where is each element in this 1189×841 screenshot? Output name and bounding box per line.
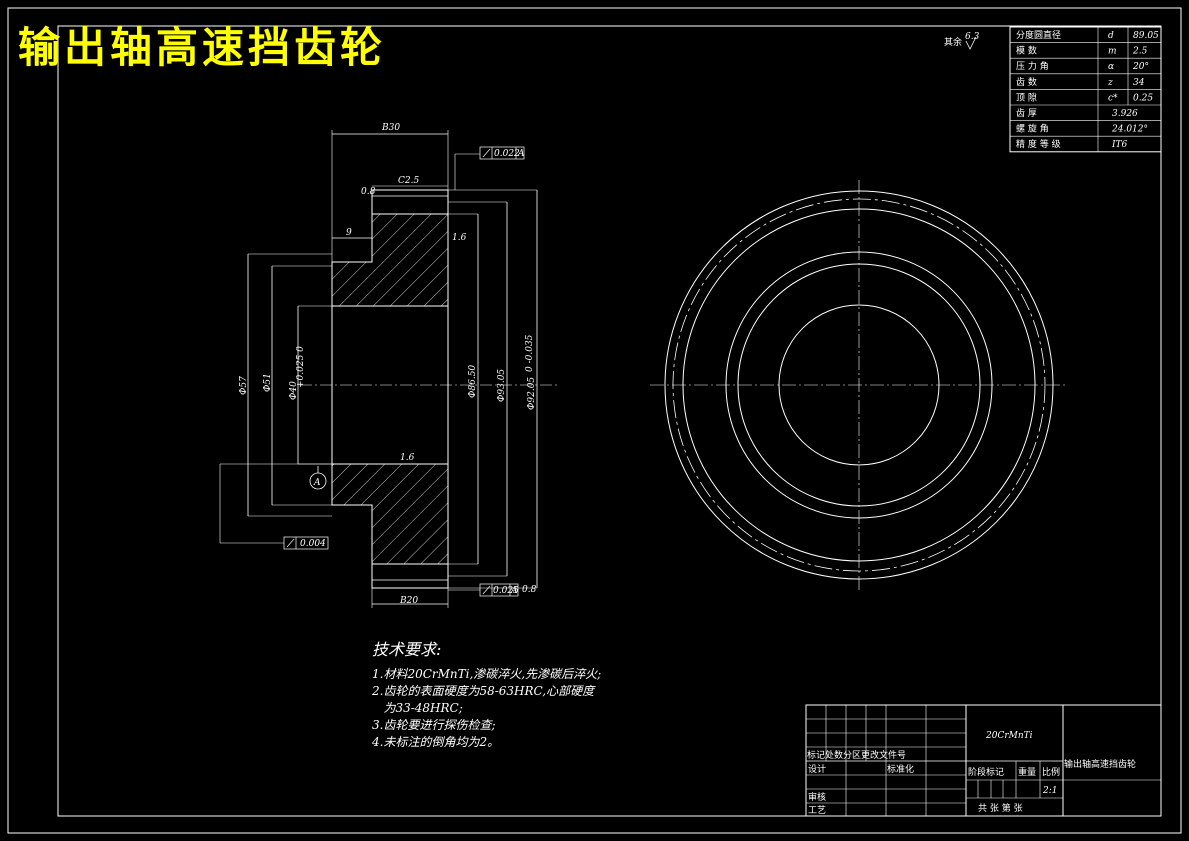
bore-circle (778, 304, 940, 466)
end-view (650, 180, 1068, 590)
tol-left-value: 0.004 (300, 539, 326, 549)
outer-border (7, 7, 1182, 834)
tech-line-4: 3.齿轮要进行探伤检查; (372, 718, 496, 732)
param-value: 0.25 (1133, 93, 1153, 103)
param-symbol: α (1108, 62, 1114, 72)
param-value: 24.012° (1111, 125, 1148, 135)
param-label: 模 数 (1016, 45, 1037, 57)
param-symbol: c* (1108, 93, 1118, 103)
dim-d1: Φ57 (239, 376, 249, 395)
dim-chamfer: C2.5 (398, 176, 419, 186)
dim-step: 9 (346, 228, 352, 238)
param-symbol: m (1108, 47, 1117, 57)
tb-check: 审核 (808, 791, 826, 803)
param-value: 34 (1133, 78, 1145, 88)
tech-line-1: 1.材料20CrMnTi,渗碳淬火,先渗碳后淬火; (372, 667, 602, 681)
inner-border (57, 25, 1162, 817)
dim-d6-tol: 0 -0.035 (525, 334, 535, 372)
param-label: 精 度 等 级 (1016, 138, 1061, 150)
param-value: 3.926 (1112, 109, 1138, 119)
tol-top-value: 0.022 (494, 149, 520, 159)
dim-width-top: B30 (381, 123, 400, 133)
lower-tooth-outline (371, 564, 449, 589)
upper-tooth-outline (371, 189, 449, 214)
dim-d3-tol: +0.025 0 (296, 346, 306, 388)
tech-line-5: 4.未标注的倒角均为2。 (372, 735, 500, 749)
gear-parameter-table: 分度圆直径 d 89.05 模 数 m 2.5 压 力 角 α 20° 齿 数 z 34 顶 隙 c* 0.… (1009, 26, 1162, 153)
tb-scale: 2:1 (1042, 786, 1057, 796)
tb-part-name: 输出轴高速挡齿轮 (1064, 758, 1136, 770)
dedendum-circle (682, 208, 1036, 562)
param-label: 螺 旋 角 (1016, 123, 1049, 135)
param-label: 分度圆直径 (1016, 29, 1061, 41)
tech-line-2: 2.齿轮的表面硬度为58-63HRC,心部硬度 (372, 684, 595, 698)
rough-small: 1.6 (452, 233, 467, 243)
roughness-value: 6.3 (965, 32, 980, 42)
tb-standard: 标准化 (887, 763, 914, 775)
tb-stage: 阶段标记 (968, 766, 1004, 778)
param-label: 压 力 角 (1016, 60, 1049, 72)
datum-a-label: A (313, 478, 321, 488)
cylindricity-icon (286, 538, 295, 548)
param-value: 20° (1132, 62, 1149, 72)
param-label: 齿 厚 (1016, 108, 1037, 119)
tb-design: 设计 (808, 763, 826, 775)
hatch-lower (331, 463, 449, 565)
tol-top-datum: A (517, 149, 525, 159)
param-symbol: z (1107, 78, 1113, 88)
tolerance-frame-left (283, 536, 329, 550)
addendum-circle (664, 190, 1054, 580)
param-value: 89.05 (1133, 31, 1159, 41)
tol-bottom-value: 0.025 (493, 586, 519, 596)
tolerance-frame-top (479, 146, 525, 160)
rough-bottom-right: 0.8 (522, 585, 537, 595)
tech-heading: 技术要求: (372, 640, 442, 659)
rough-top-left: 0.8 (361, 187, 376, 197)
tb-scale-label: 比例 (1042, 766, 1060, 778)
param-value: 2.5 (1132, 47, 1148, 57)
roughness-symbol-icon (965, 36, 977, 50)
technical-requirements: 技术要求: 1.材料20CrMnTi,渗碳淬火,先渗碳后淬火; 2.齿轮的表面硬… (372, 636, 601, 751)
param-label: 齿 数 (1016, 76, 1037, 88)
tb-material: 20CrMnTi (985, 731, 1033, 741)
tb-process: 工艺 (808, 805, 826, 816)
hub-outer-circle (725, 251, 993, 519)
runout-icon (482, 148, 491, 158)
tech-line-3: 为33-48HRC; (372, 701, 463, 715)
dim-d5: Φ93.05 (497, 369, 507, 402)
dim-d4: Φ86.50 (468, 365, 478, 398)
param-label: 顶 隙 (1016, 91, 1037, 103)
tolerance-frame-bottom (479, 583, 519, 597)
dim-d3: Φ40 (289, 381, 299, 400)
section-view: Φ57 Φ51 Φ40 +0.025 0 Φ86.50 Φ93.05 Φ92.0… (219, 123, 560, 608)
tb-sheets: 共 张 第 张 (978, 802, 1023, 814)
dim-d6: Φ92.05 (527, 377, 537, 410)
param-symbol: d (1108, 31, 1114, 41)
hub-step-circle (737, 263, 981, 507)
roughness-note: 其余 (944, 36, 962, 48)
tb-row-labels: 标记处数分区更改文件号 (807, 749, 906, 761)
rough-inner: 1.6 (400, 453, 415, 463)
dim-width-bottom: B20 (399, 596, 418, 606)
pitch-circle (672, 198, 1046, 572)
drawing-title: 输出轴高速挡齿轮 (18, 23, 387, 72)
param-value: IT6 (1111, 140, 1128, 150)
tb-weight: 重量 (1018, 766, 1036, 778)
dim-d2: Φ51 (263, 373, 273, 392)
title-block: 20CrMnTi 输出轴高速挡齿轮 标记处数分区更改文件号 设计 标准化 阶段标… (805, 704, 1162, 817)
tol-bottom-datum: A (510, 586, 518, 596)
